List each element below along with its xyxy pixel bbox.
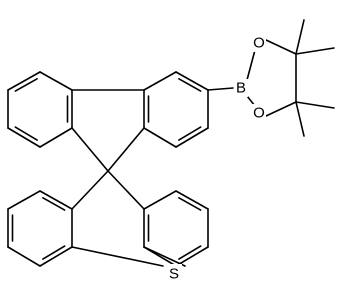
fluorene-right-ring-bond (143, 71, 177, 91)
sulfur-label: S (169, 266, 179, 283)
methyl-bond (295, 101, 305, 137)
thioxanthene-spiro-bond (107, 170, 145, 210)
boron-oxygen-bond (246, 49, 256, 81)
fluorene-left-ring-bond (39, 71, 73, 91)
oxygen-atom-lower: O (252, 104, 266, 122)
fluorene-left-ring-double-bond (14, 126, 38, 141)
thioxanthene-left-ring-bond (7, 246, 41, 267)
thioxanthene-right-ring-bond (143, 190, 177, 210)
bond-lines (7, 19, 335, 267)
thioxanthene-right-ring-bond (175, 190, 209, 210)
fluorene-left-ring-bond (7, 127, 41, 148)
fluorene-left-ring-double-bond (14, 77, 38, 92)
thioxanthene-left-ring-double-bond (42, 196, 66, 211)
thioxanthene-right-ring-bond (175, 246, 209, 267)
fluorene-right-ring-bond (175, 127, 209, 148)
fluorene-spiro-bond (107, 127, 145, 172)
fluorene-left-ring-bond (7, 71, 41, 91)
boron-label: B (236, 80, 246, 97)
oxygen-carbon-bond (265, 39, 297, 55)
fluorene-left-ring-bond (39, 127, 73, 148)
fluorene-right-ring-bond (143, 127, 177, 148)
fluorene-right-ring-bond (175, 71, 209, 91)
oxygen-label-upper: O (253, 35, 265, 52)
oxygen-atom-upper: O (252, 34, 266, 52)
thioxanthene-right-ring-double-bond (178, 196, 202, 211)
fluorene-spiro-bond (71, 127, 109, 172)
methyl-bond (295, 101, 335, 109)
thioxanthene-left-ring-bond (7, 190, 41, 210)
fluorene-right-ring-double-bond (178, 77, 202, 92)
sulfur-atom: S (166, 264, 182, 284)
thioxanthene-left-ring-double-bond (42, 245, 66, 260)
thioxanthene-spiro-bond (71, 170, 109, 210)
thioxanthene-right-ring-double-bond (178, 245, 202, 260)
atom-labels: B O O S (166, 34, 266, 284)
methyl-bond (295, 19, 305, 55)
methyl-bond (295, 47, 335, 55)
oxygen-carbon-bond (265, 101, 297, 117)
boron-atom: B (234, 79, 248, 97)
aryl-boron-bond (207, 87, 234, 91)
carbon-sulfur-bond (143, 246, 186, 267)
thioxanthene-left-ring-bond (39, 190, 73, 210)
carbon-sulfur-bond (71, 246, 164, 267)
fluorene-right-ring-double-bond (178, 126, 202, 141)
thioxanthene-left-ring-bond (39, 246, 73, 267)
oxygen-label-lower: O (253, 105, 265, 122)
